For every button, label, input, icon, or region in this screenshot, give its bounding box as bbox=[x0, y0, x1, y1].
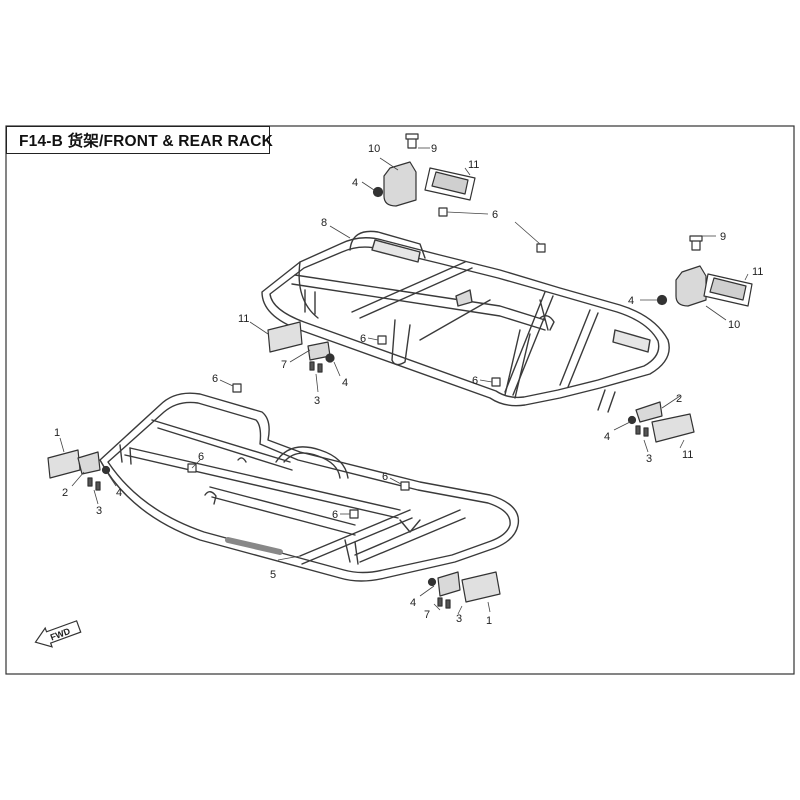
callout: 10 bbox=[728, 319, 740, 331]
callout: 6 bbox=[332, 509, 338, 521]
bracket-2-rear-right bbox=[635, 401, 663, 423]
callout: 4 bbox=[410, 597, 416, 609]
callout: 10 bbox=[368, 143, 380, 155]
callout: 6 bbox=[492, 209, 498, 221]
callout: 5 bbox=[270, 569, 276, 581]
leader-lines bbox=[59, 147, 749, 615]
bolt-6-c bbox=[377, 335, 387, 345]
callout: 4 bbox=[342, 377, 348, 389]
rear-rack bbox=[261, 230, 670, 413]
callout: 11 bbox=[752, 266, 763, 278]
callout: 1 bbox=[54, 427, 60, 439]
bracket-10-right bbox=[675, 265, 707, 307]
callout: 6 bbox=[472, 375, 478, 387]
callout: 11 bbox=[682, 449, 693, 461]
callout: 7 bbox=[424, 609, 430, 621]
bracket-7-front-right bbox=[437, 571, 461, 597]
fwd-arrow: FWD bbox=[34, 620, 82, 648]
bracket-10-upper bbox=[383, 161, 417, 207]
callout: 8 bbox=[321, 217, 327, 229]
reflector-1-front-left bbox=[47, 449, 81, 479]
callout: 4 bbox=[628, 295, 634, 307]
nut-4-upper bbox=[372, 186, 384, 198]
callout: 9 bbox=[720, 231, 726, 243]
diagram-title: F14-B 货架/FRONT & REAR RACK bbox=[19, 133, 274, 150]
callout: 11 bbox=[238, 313, 249, 325]
bolt-6-b bbox=[536, 243, 546, 253]
callout: 3 bbox=[456, 613, 462, 625]
bolt-6-a bbox=[438, 207, 448, 217]
nut-4-right bbox=[656, 294, 668, 306]
callout: 11 bbox=[468, 159, 479, 171]
callout: 4 bbox=[116, 487, 122, 499]
diagram-title-box: F14-B 货架/FRONT & REAR RACK bbox=[6, 126, 274, 154]
callout: 3 bbox=[646, 453, 652, 465]
reflector-11-rear-left bbox=[267, 321, 303, 353]
callout: 3 bbox=[96, 505, 102, 517]
reflector-11-rear-right bbox=[651, 413, 695, 443]
callout: 2 bbox=[676, 393, 682, 405]
callout: 3 bbox=[314, 395, 320, 407]
bracket-2-front-left bbox=[77, 451, 101, 475]
diagram-border bbox=[5, 125, 795, 675]
callout: 4 bbox=[604, 431, 610, 443]
bolt-6-g bbox=[400, 481, 410, 491]
callout: 2 bbox=[62, 487, 68, 499]
callout: 6 bbox=[212, 373, 218, 385]
callout: 4 bbox=[352, 177, 358, 189]
callout: 6 bbox=[382, 471, 388, 483]
bolt-6-d bbox=[491, 377, 501, 387]
reflector-1-front-right bbox=[461, 571, 501, 603]
front-rack bbox=[99, 392, 520, 582]
callouts: 9 10 11 4 8 6 9 11 4 10 11 6 7 4 3 6 6 2… bbox=[54, 143, 763, 627]
callout: 9 bbox=[431, 143, 437, 155]
callout: 6 bbox=[198, 451, 204, 463]
bolt-6-e bbox=[232, 383, 242, 393]
bolt-6-h bbox=[349, 509, 359, 519]
callout: 1 bbox=[486, 615, 492, 627]
small-parts bbox=[47, 133, 753, 609]
callout: 7 bbox=[281, 359, 287, 371]
callout: 6 bbox=[360, 333, 366, 345]
